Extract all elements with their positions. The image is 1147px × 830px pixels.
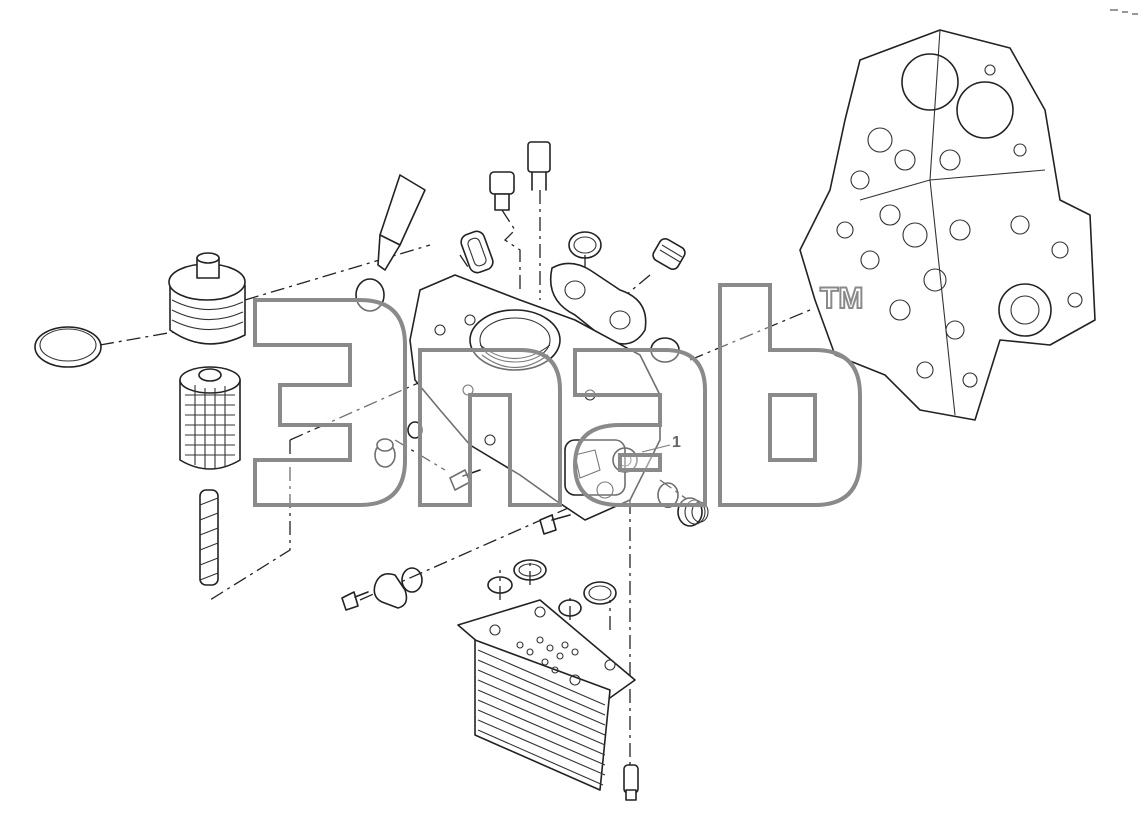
watermark-tm: TM <box>820 282 863 315</box>
spring-pin <box>199 489 219 586</box>
sensor-top-right <box>527 141 551 191</box>
callout-1: 1 <box>641 434 681 453</box>
oil-cooler <box>457 599 636 791</box>
filter-cap <box>168 252 246 345</box>
cooler-o-rings <box>487 559 617 617</box>
sealant-tube <box>377 174 426 271</box>
corner-mark <box>1110 9 1138 15</box>
bolt-far-left <box>341 591 369 611</box>
gasket-rect-small <box>460 230 494 274</box>
o-ring-mid-left <box>355 278 385 312</box>
bolt-bottom-mid <box>539 514 571 535</box>
oil-filter-housing <box>409 274 661 521</box>
callout-label-1: 1 <box>672 434 681 451</box>
drain-plug <box>623 764 639 801</box>
o-ring-top <box>568 231 602 259</box>
strainer-plug <box>652 238 686 270</box>
sensor-top-left <box>489 171 515 211</box>
filter-element <box>179 366 241 470</box>
gasket-small-bottom <box>373 567 423 609</box>
plug-left <box>374 438 396 468</box>
gasket-shaped <box>550 262 647 345</box>
watermark-logo: TM <box>253 281 864 507</box>
engine-block <box>799 29 1096 421</box>
o-ring-large <box>34 326 102 368</box>
